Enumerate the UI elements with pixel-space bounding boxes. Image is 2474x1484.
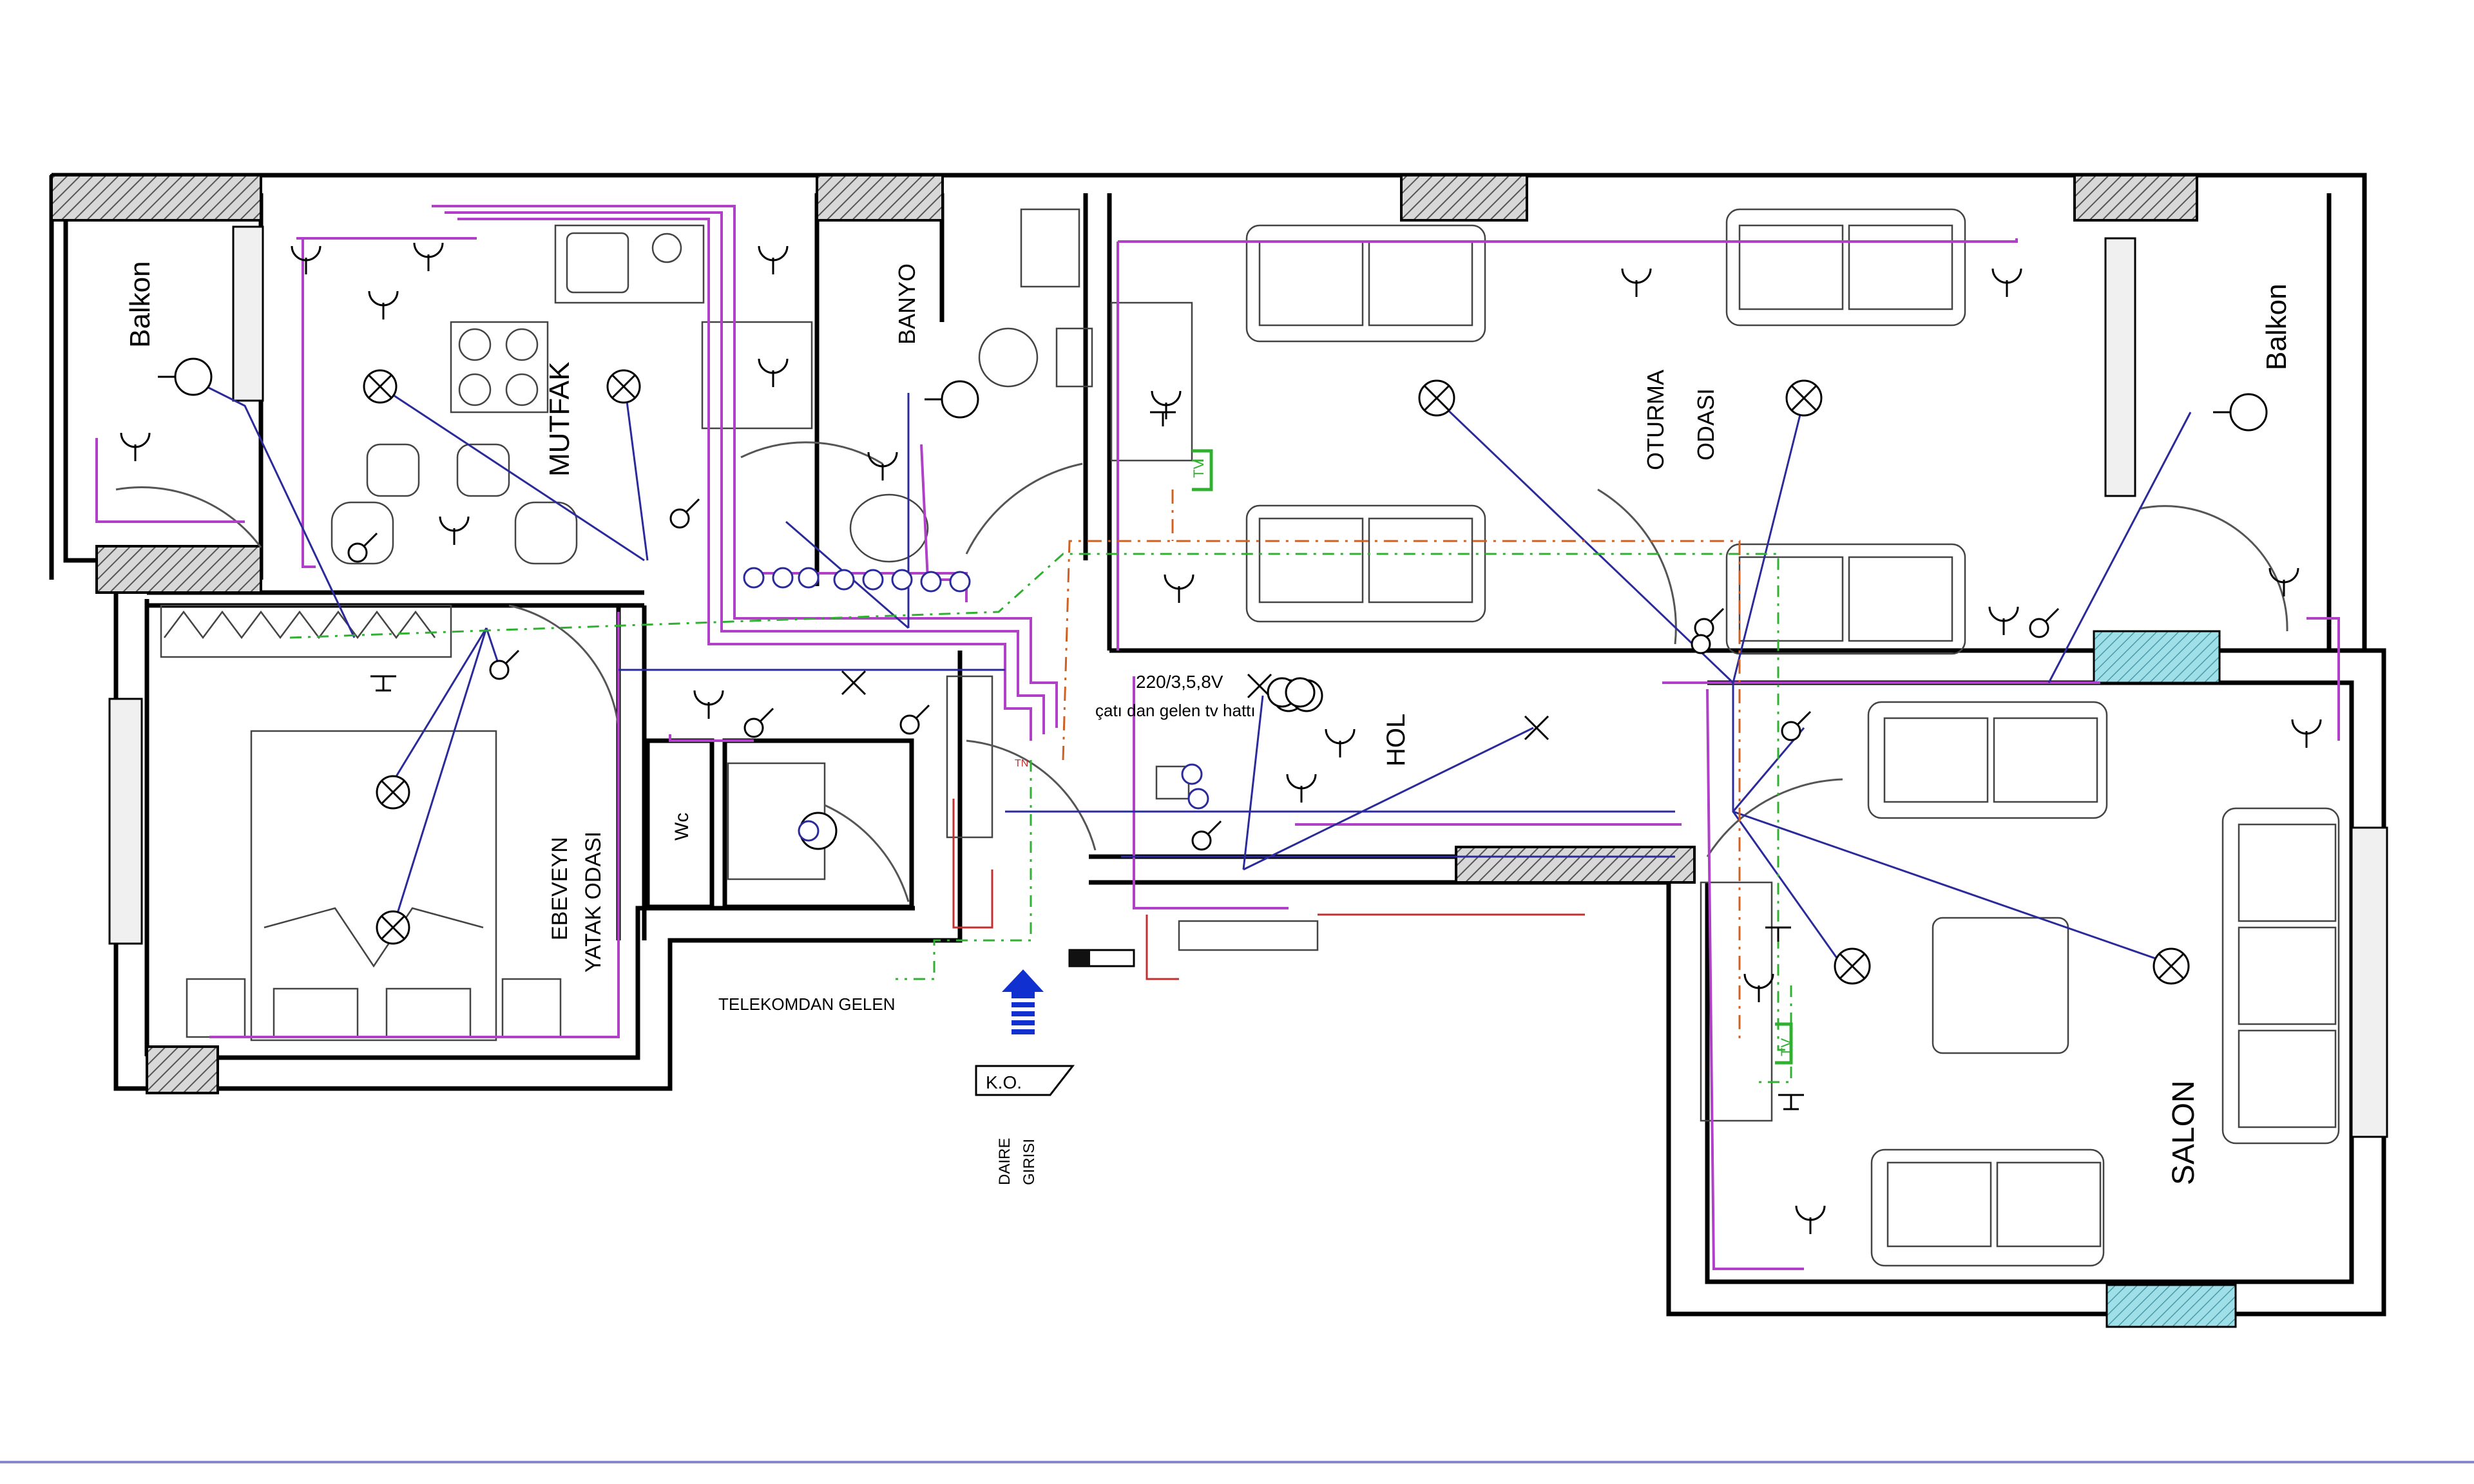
- annotation-labels: 220/3,5,8V çatı dan gelen tv hattı TELEK…: [718, 460, 1794, 1185]
- telekom-label: TELEKOMDAN GELEN: [718, 994, 896, 1014]
- switch-icon: [1781, 710, 1812, 741]
- socket-icon: [1151, 390, 1182, 419]
- circuit-markers: [743, 567, 1209, 842]
- room-label-oturma-2: ODASI: [1692, 388, 1719, 461]
- socket-icon: [1621, 268, 1652, 297]
- switch-icon: [1191, 820, 1222, 851]
- socket-icon: [291, 245, 321, 274]
- socket-icon: [758, 245, 789, 274]
- socket-icon: [1286, 774, 1317, 803]
- socket-icon: [1765, 926, 1791, 942]
- room-label-balkon-right: Balkon: [2261, 283, 2292, 370]
- lamp-cross-icon: [1785, 379, 1823, 417]
- tv-feed-label: çatı dan gelen tv hattı: [1095, 701, 1256, 720]
- lamp-cross-icon: [376, 775, 410, 810]
- socket-icon: [1743, 973, 1774, 1002]
- tv-label-1: TV: [1191, 460, 1207, 478]
- socket-icon: [1325, 728, 1356, 757]
- socket-icon: [1164, 574, 1194, 603]
- lighting-wiring: [180, 372, 2192, 967]
- columns: [50, 174, 2198, 1094]
- socket-icon: [439, 516, 470, 545]
- switch-icon: [1694, 607, 1725, 638]
- sockets: [120, 242, 2322, 1234]
- room-label-balkon-left: Balkon: [124, 261, 156, 348]
- socket-icon: [370, 675, 396, 692]
- socket-icon: [368, 290, 399, 319]
- room-label-salon: SALON: [2167, 1080, 2201, 1185]
- room-label-banyo: BANYO: [894, 263, 920, 345]
- lamp-cross-icon: [2153, 947, 2190, 985]
- ceiling-lamps: [363, 369, 2190, 985]
- socket-icon: [2268, 567, 2299, 596]
- ceiling-outlets: [841, 670, 1549, 741]
- switch-icon: [2029, 607, 2060, 638]
- outlet-x-icon: [1524, 715, 1549, 741]
- socket-icon: [758, 358, 789, 387]
- lamp-cross-icon: [1418, 379, 1455, 417]
- voltage-label: 220/3,5,8V: [1136, 672, 1223, 692]
- tv-label-2: TV: [1778, 1038, 1794, 1056]
- doors: [115, 441, 2288, 902]
- room-label-wc: Wc: [671, 813, 693, 841]
- room-label-mutfak: MUTFAK: [544, 362, 575, 477]
- lamp-cross-icon: [363, 369, 398, 404]
- switch-icon: [743, 707, 774, 738]
- tv-outlets: [1192, 449, 1793, 1065]
- switch-icon: [1691, 634, 1711, 654]
- socket-icon: [867, 452, 898, 480]
- walls: [49, 173, 2386, 1317]
- windows: [108, 225, 2388, 1328]
- wall-lamp-icon: [158, 357, 213, 396]
- transformer-icon: [1267, 677, 1316, 708]
- entry-arrow-icon: [1002, 969, 1044, 1034]
- lamp-cross-icon: [1834, 947, 1871, 985]
- lamp-cross-icon: [376, 910, 410, 945]
- socket-icon: [2291, 719, 2322, 748]
- room-label-oturma-1: OTURMA: [1642, 370, 1669, 470]
- switch-icon: [669, 498, 700, 529]
- wall-lamp-icon: [925, 380, 979, 419]
- furniture: [160, 208, 2340, 1267]
- switch-icon: [899, 704, 930, 735]
- socket-icon: [120, 432, 151, 461]
- socket-icon: [1778, 1094, 1804, 1110]
- socket-icon: [413, 242, 444, 271]
- daire-label-1: DAIRE: [996, 1138, 1013, 1185]
- socket-icon: [1991, 268, 2022, 297]
- switch-icon: [489, 649, 520, 680]
- switches: [347, 498, 2060, 851]
- room-label-ebeveyn-1: EBEVEYN: [548, 837, 572, 940]
- ko-box: [975, 1065, 1075, 1096]
- ko-label: K.O.: [986, 1072, 1022, 1092]
- room-label-hol: HOL: [1382, 714, 1410, 766]
- socket-icon: [693, 690, 724, 719]
- socket-wiring: [95, 205, 2340, 1270]
- socket-icon: [1988, 606, 2019, 635]
- socket-icon: [1150, 411, 1176, 426]
- tn-label: TN: [1015, 758, 1028, 769]
- outlet-x-icon: [841, 670, 867, 696]
- switch-icon: [347, 532, 378, 563]
- socket-icon: [1795, 1205, 1826, 1234]
- daire-label-2: GIRISI: [1021, 1139, 1038, 1185]
- room-labels: Balkon Balkon MUTFAK BANYO OTURMA ODASI …: [124, 261, 2292, 1185]
- room-label-ebeveyn-2: YATAK ODASI: [581, 832, 606, 973]
- lamp-cross-icon: [606, 369, 641, 404]
- wall-lamp-icon: [2213, 393, 2268, 432]
